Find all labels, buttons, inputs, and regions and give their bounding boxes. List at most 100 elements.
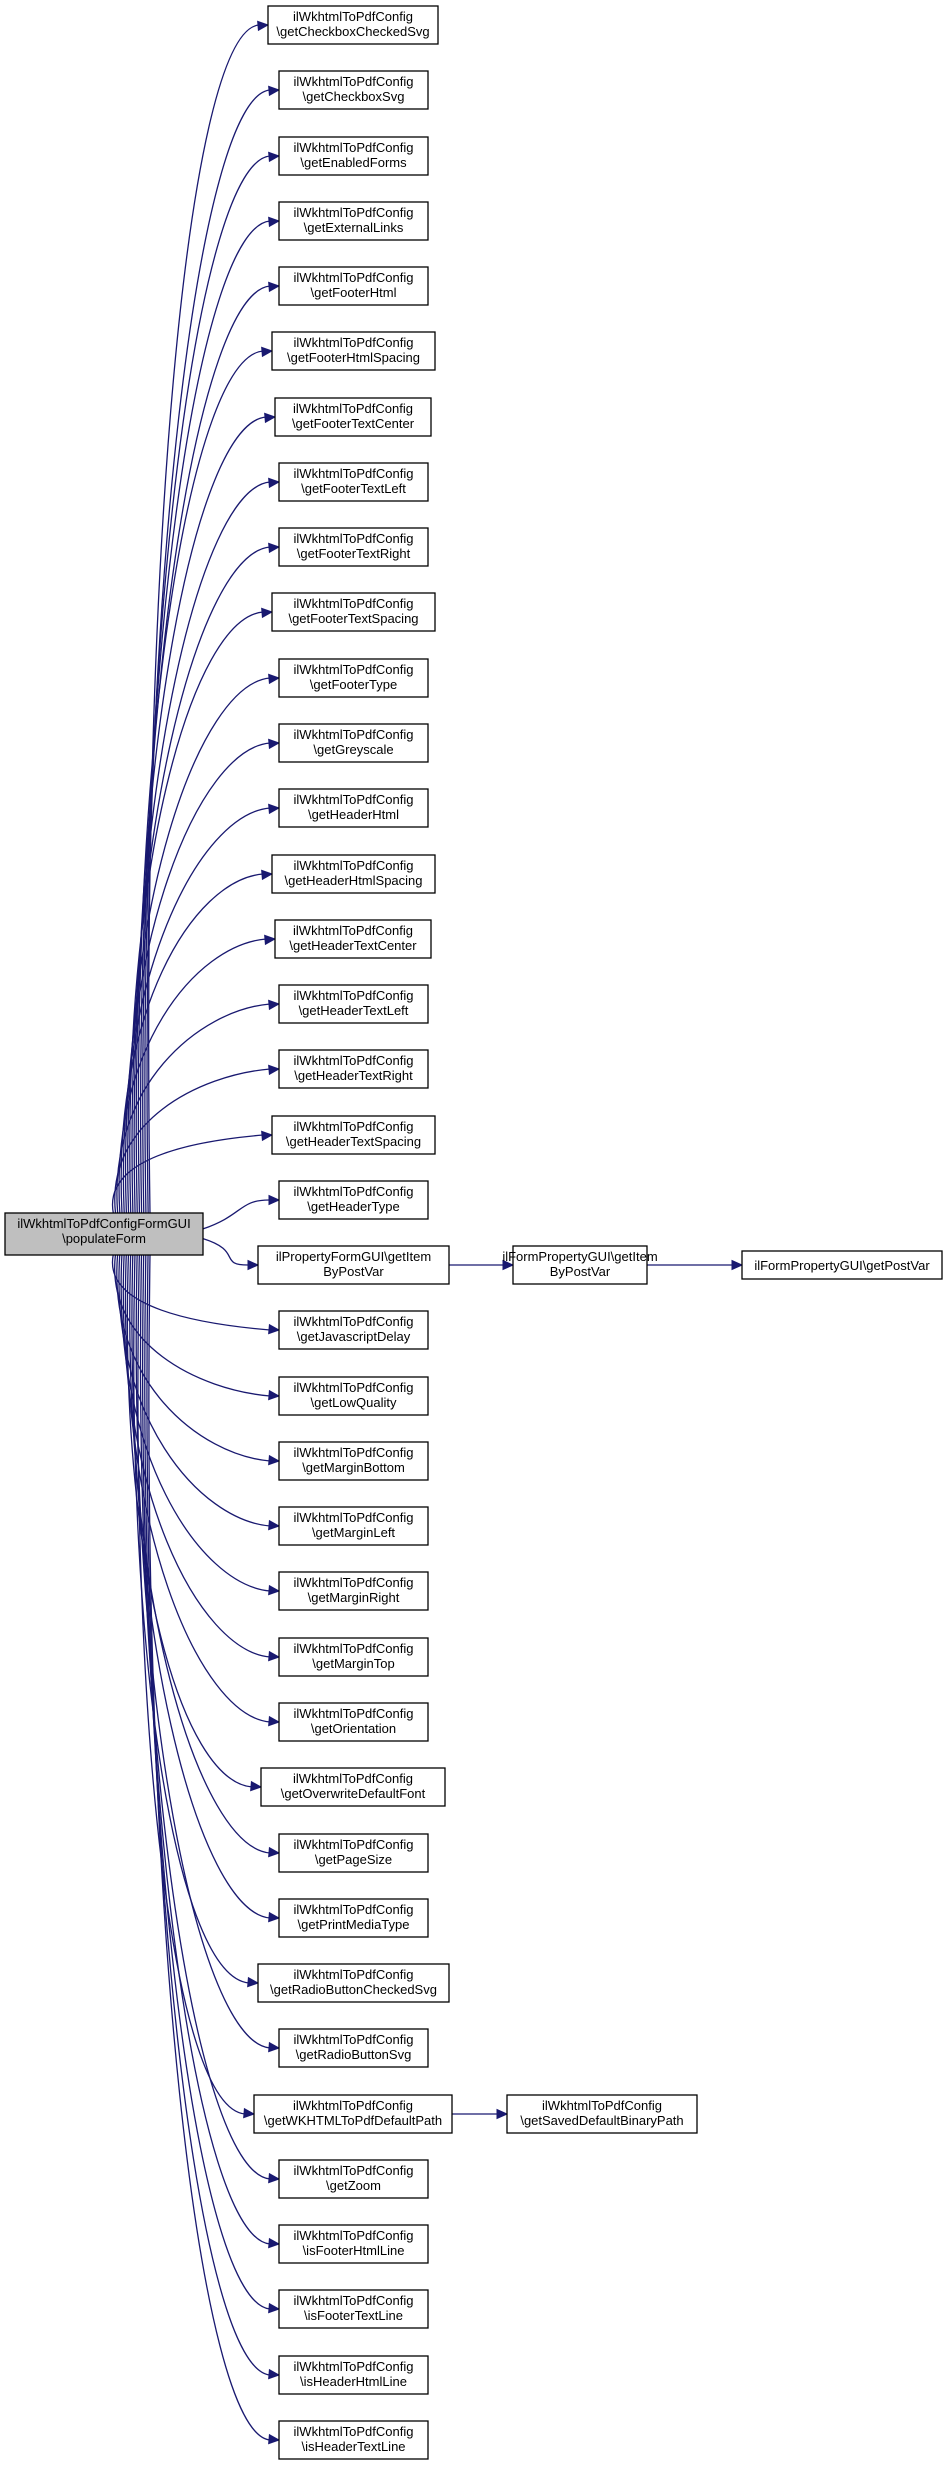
node-get-zoom[interactable]: ilWkhtmlToPdfConfig\getZoom	[278, 2159, 429, 2199]
node-is-footer-html-line-label-line1: ilWkhtmlToPdfConfig	[294, 2228, 414, 2243]
node-get-footer-text-left-label-line1: ilWkhtmlToPdfConfig	[294, 466, 414, 481]
node-get-radio-button-checked-svg[interactable]: ilWkhtmlToPdfConfig\getRadioButtonChecke…	[257, 1963, 450, 2003]
node-get-print-media-type[interactable]: ilWkhtmlToPdfConfig\getPrintMediaType	[278, 1898, 429, 1938]
node-get-footer-text-right[interactable]: ilWkhtmlToPdfConfig\getFooterTextRight	[278, 527, 429, 567]
node-is-footer-text-line-box	[278, 2289, 429, 2329]
node-get-wkhtmlto-pdf-default-path[interactable]: ilWkhtmlToPdfConfig\getWKHTMLToPdfDefaul…	[253, 2094, 453, 2134]
edge-root-to-node-is-footer-html-line	[142, 1254, 271, 2245]
node-get-footer-text-left[interactable]: ilWkhtmlToPdfConfig\getFooterTextLeft	[278, 462, 429, 502]
call-graph-nodes: ilWkhtmlToPdfConfigFormGUI\populateForm i…	[4, 5, 943, 2460]
node-get-header-html-spacing[interactable]: ilWkhtmlToPdfConfig\getHeaderHtmlSpacing	[271, 854, 436, 894]
node-get-greyscale-label-line2: \getGreyscale	[313, 742, 393, 757]
node-by-post-var-label-line1: ilPropertyFormGUI\getItem	[276, 1249, 431, 1264]
node-get-radio-button-svg[interactable]: ilWkhtmlToPdfConfig\getRadioButtonSvg	[278, 2028, 429, 2068]
node-get-javascript-delay[interactable]: ilWkhtmlToPdfConfig\getJavascriptDelay	[278, 1310, 429, 1350]
node-get-checkbox-checked-svg-box	[267, 5, 439, 45]
node-get-orientation-label-line1: ilWkhtmlToPdfConfig	[294, 1706, 414, 1721]
node-by-post-var-label-line2: ByPostVar	[323, 1264, 384, 1279]
node-get-header-text-spacing[interactable]: ilWkhtmlToPdfConfig\getHeaderTextSpacing	[271, 1115, 436, 1155]
node-get-footer-text-spacing[interactable]: ilWkhtmlToPdfConfig\getFooterTextSpacing	[271, 592, 436, 632]
node-get-footer-text-center[interactable]: ilWkhtmlToPdfConfig\getFooterTextCenter	[274, 397, 432, 437]
node-get-enabled-forms[interactable]: ilWkhtmlToPdfConfig\getEnabledForms	[278, 136, 429, 176]
edge-wkhtml-default-path-to-saved-binary-path-arrowhead	[496, 2108, 509, 2120]
node-get-external-links[interactable]: ilWkhtmlToPdfConfig\getExternalLinks	[278, 201, 429, 241]
node-get-footer-html-spacing[interactable]: ilWkhtmlToPdfConfig\getFooterHtmlSpacing	[271, 331, 436, 371]
node-get-header-text-center[interactable]: ilWkhtmlToPdfConfig\getHeaderTextCenter	[274, 919, 432, 959]
edge-root-to-node-get-radio-button-svg-arrowhead	[268, 2041, 281, 2053]
edge-root-to-node-get-overwrite-default-font	[126, 1254, 253, 1788]
node-get-footer-text-center-box	[274, 397, 432, 437]
node-get-header-text-right[interactable]: ilWkhtmlToPdfConfig\getHeaderTextRight	[278, 1049, 429, 1089]
node-get-footer-html[interactable]: ilWkhtmlToPdfConfig\getFooterHtml	[278, 266, 429, 306]
node-get-header-text-right-box	[278, 1049, 429, 1089]
node-get-checkbox-svg[interactable]: ilWkhtmlToPdfConfig\getCheckboxSvg	[278, 70, 429, 110]
node-form-property-get-item-by-post-var-label-line1: ilFormPropertyGUI\getItem	[502, 1249, 657, 1264]
edge-root-to-node-get-footer-html	[139, 285, 271, 1214]
node-get-checkbox-checked-svg[interactable]: ilWkhtmlToPdfConfig\getCheckboxCheckedSv…	[267, 5, 439, 45]
node-get-footer-text-center-label-line1: ilWkhtmlToPdfConfig	[293, 401, 413, 416]
node-get-page-size[interactable]: ilWkhtmlToPdfConfig\getPageSize	[278, 1833, 429, 1873]
node-get-page-size-label-line1: ilWkhtmlToPdfConfig	[294, 1837, 414, 1852]
node-get-greyscale[interactable]: ilWkhtmlToPdfConfig\getGreyscale	[278, 723, 429, 763]
node-form-property-get-post-var-label: ilFormPropertyGUI\getPostVar	[754, 1258, 930, 1273]
node-get-header-html-spacing-label-line2: \getHeaderHtmlSpacing	[284, 873, 422, 888]
node-get-enabled-forms-label-line1: ilWkhtmlToPdfConfig	[294, 140, 414, 155]
node-is-footer-text-line[interactable]: ilWkhtmlToPdfConfig\isFooterTextLine	[278, 2289, 429, 2329]
node-get-header-type-label-line1: ilWkhtmlToPdfConfig	[294, 1184, 414, 1199]
node-is-footer-html-line-box	[278, 2224, 429, 2264]
node-get-header-text-center-label-line1: ilWkhtmlToPdfConfig	[293, 923, 413, 938]
node-get-overwrite-default-font[interactable]: ilWkhtmlToPdfConfig\getOverwriteDefaultF…	[260, 1767, 446, 1807]
node-get-overwrite-default-font-label-line2: \getOverwriteDefaultFont	[281, 1786, 426, 1801]
edge-root-to-node-get-header-text-spacing-arrowhead	[261, 1130, 274, 1142]
edge-root-to-node-get-header-type-arrowhead	[268, 1194, 281, 1206]
node-get-footer-text-right-box	[278, 527, 429, 567]
node-get-footer-type[interactable]: ilWkhtmlToPdfConfig\getFooterType	[278, 658, 429, 698]
edge-root-to-node-get-orientation-arrowhead	[268, 1715, 281, 1727]
node-form-property-get-post-var[interactable]: ilFormPropertyGUI\getPostVar	[741, 1250, 943, 1280]
node-get-low-quality-label-line2: \getLowQuality	[311, 1395, 397, 1410]
node-get-header-html[interactable]: ilWkhtmlToPdfConfig\getHeaderHtml	[278, 788, 429, 828]
edge-root-to-node-is-header-text-line-arrowhead	[268, 2433, 281, 2445]
node-get-header-text-left-label-line1: ilWkhtmlToPdfConfig	[294, 988, 414, 1003]
node-get-radio-button-checked-svg-label-line1: ilWkhtmlToPdfConfig	[294, 1967, 414, 1982]
root-node-populate-form[interactable]: ilWkhtmlToPdfConfigFormGUI\populateForm	[4, 1212, 204, 1256]
node-is-footer-html-line[interactable]: ilWkhtmlToPdfConfig\isFooterHtmlLine	[278, 2224, 429, 2264]
node-get-orientation-box	[278, 1702, 429, 1742]
node-get-header-type[interactable]: ilWkhtmlToPdfConfig\getHeaderType	[278, 1180, 429, 1220]
edge-root-to-node-get-page-size	[129, 1254, 271, 1854]
node-get-wkhtmlto-pdf-default-path-label-line1: ilWkhtmlToPdfConfig	[293, 2098, 413, 2113]
node-get-checkbox-svg-label-line1: ilWkhtmlToPdfConfig	[294, 74, 414, 89]
node-get-margin-right-box	[278, 1571, 429, 1611]
node-get-margin-right[interactable]: ilWkhtmlToPdfConfig\getMarginRight	[278, 1571, 429, 1611]
root-node-populate-form-label-line2: \populateForm	[62, 1231, 146, 1246]
edge-root-to-node-get-javascript-delay-arrowhead	[268, 1323, 281, 1335]
node-get-greyscale-label-line1: ilWkhtmlToPdfConfig	[294, 727, 414, 742]
node-get-margin-bottom[interactable]: ilWkhtmlToPdfConfig\getMarginBottom	[278, 1441, 429, 1481]
node-get-page-size-box	[278, 1833, 429, 1873]
node-get-footer-type-label-line2: \getFooterType	[310, 677, 397, 692]
node-get-orientation[interactable]: ilWkhtmlToPdfConfig\getOrientation	[278, 1702, 429, 1742]
node-get-zoom-box	[278, 2159, 429, 2199]
node-get-saved-default-binary-path[interactable]: ilWkhtmlToPdfConfig\getSavedDefaultBinar…	[506, 2094, 698, 2134]
node-get-margin-left[interactable]: ilWkhtmlToPdfConfig\getMarginLeft	[278, 1506, 429, 1546]
node-get-header-text-left[interactable]: ilWkhtmlToPdfConfig\getHeaderTextLeft	[278, 984, 429, 1024]
edge-root-to-node-get-header-text-center-arrowhead	[264, 934, 277, 946]
node-get-overwrite-default-font-box	[260, 1767, 446, 1807]
node-is-header-text-line[interactable]: ilWkhtmlToPdfConfig\isHeaderTextLine	[278, 2420, 429, 2460]
node-get-margin-top-box	[278, 1637, 429, 1677]
edge-root-to-node-get-checkbox-svg	[146, 89, 271, 1214]
node-get-header-html-box	[278, 788, 429, 828]
edge-root-to-node-get-margin-bottom	[116, 1254, 271, 1462]
edge-root-to-node-get-wkhtmlto-pdf-default-path-arrowhead	[243, 2107, 256, 2119]
node-get-header-text-spacing-label-line1: ilWkhtmlToPdfConfig	[294, 1119, 414, 1134]
node-get-margin-right-label-line2: \getMarginRight	[308, 1590, 400, 1605]
edge-root-to-node-get-footer-html-spacing-arrowhead	[261, 346, 274, 358]
node-get-overwrite-default-font-label-line1: ilWkhtmlToPdfConfig	[293, 1771, 413, 1786]
node-is-header-html-line[interactable]: ilWkhtmlToPdfConfig\isHeaderHtmlLine	[278, 2355, 429, 2395]
node-get-orientation-label-line2: \getOrientation	[311, 1721, 396, 1736]
node-get-low-quality[interactable]: ilWkhtmlToPdfConfig\getLowQuality	[278, 1376, 429, 1416]
node-get-margin-top[interactable]: ilWkhtmlToPdfConfig\getMarginTop	[278, 1637, 429, 1677]
